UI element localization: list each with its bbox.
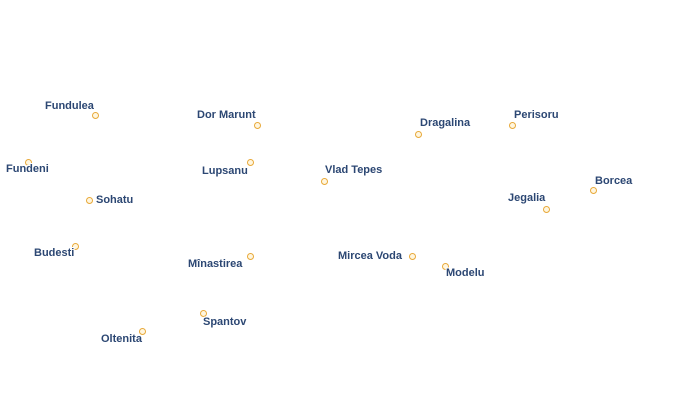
- place-marker-icon: [24, 158, 32, 166]
- place-marker-icon: [408, 252, 416, 260]
- place-marker-icon: [91, 111, 99, 119]
- place-marker-icon: [71, 242, 79, 250]
- place-marker-icon: [414, 130, 422, 138]
- place-label: Sohatu: [96, 194, 134, 206]
- place-label: Perisoru: [514, 109, 559, 121]
- place-label: Dragalina: [420, 117, 471, 129]
- place-label: Budesti: [34, 247, 75, 259]
- place-label: Borcea: [595, 175, 633, 187]
- place-label: Spantov: [203, 316, 247, 328]
- place-label: Modelu: [446, 267, 485, 279]
- place-marker-icon: [320, 177, 328, 185]
- place-label: Vlad Tepes: [325, 164, 383, 176]
- place-marker-icon: [246, 252, 254, 260]
- place-marker-icon: [589, 186, 597, 194]
- place-label: Lupsanu: [202, 165, 248, 177]
- place-label: Mircea Voda: [338, 250, 402, 262]
- place-label: Oltenita: [101, 333, 142, 345]
- place-marker-icon: [85, 196, 93, 204]
- place-marker-icon: [542, 205, 550, 213]
- place-marker-icon: [199, 309, 207, 317]
- place-marker-icon: [246, 158, 254, 166]
- place-marker-icon: [441, 262, 449, 270]
- place-label: Fundeni: [6, 163, 49, 175]
- place-label: Fundulea: [45, 100, 94, 112]
- place-marker-icon: [138, 327, 146, 335]
- place-label: Jegalia: [508, 192, 546, 204]
- place-label: Dor Marunt: [197, 109, 256, 121]
- place-marker-icon: [253, 121, 261, 129]
- place-label: Mînastirea: [188, 258, 243, 270]
- place-marker-icon: [508, 121, 516, 129]
